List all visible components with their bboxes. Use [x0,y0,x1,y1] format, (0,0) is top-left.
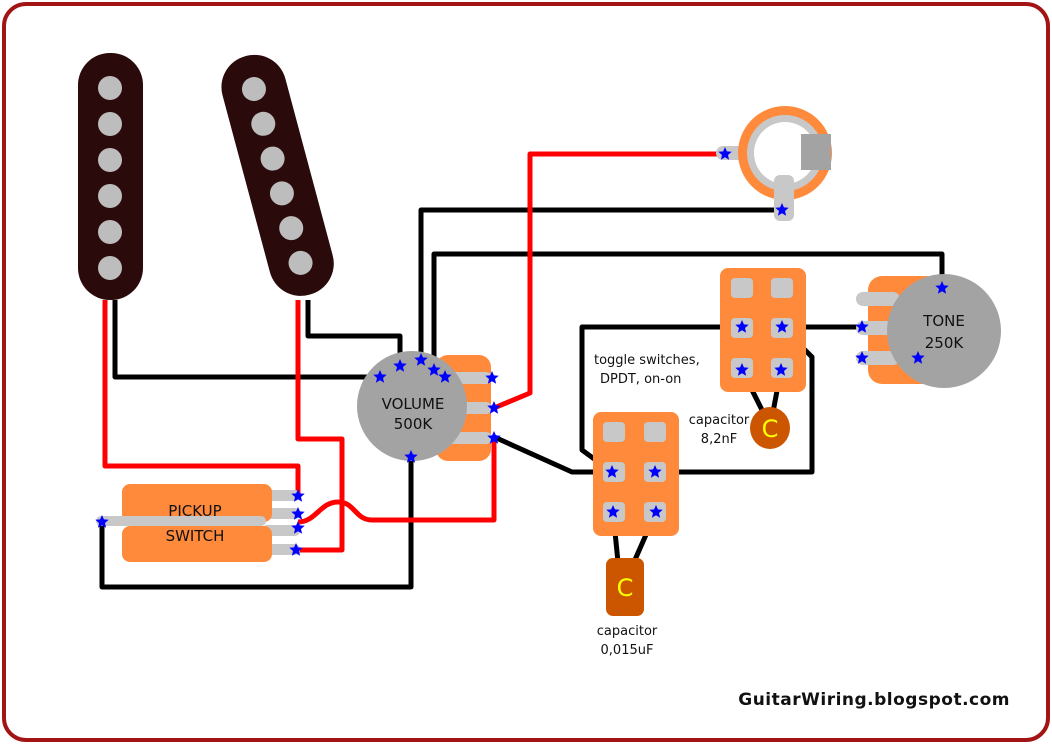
wire-middle-hot [295,300,345,553]
toggle-note-line1: toggle switches, [594,353,700,368]
pickup-switch: PICKUP SWITCH [96,484,300,562]
jack-tab [801,134,831,170]
solder-point [735,320,749,333]
capacitor-large-body [606,558,644,616]
pole-pieces [98,76,122,280]
capacitor-large-symbol: C [617,574,634,602]
wire-jack-hot [493,151,725,411]
solder-point [427,363,441,376]
solder-point [605,465,619,478]
switch-blade [96,516,266,526]
pickup-switch-label-1: PICKUP [168,502,221,520]
volume-pot-value: 500K [394,415,434,433]
solder-point [735,363,749,376]
solder-point [855,320,869,333]
solder-point [289,543,303,556]
watermark: GuitarWiring.blogspot.com [738,690,1010,710]
capacitor-small-body [750,407,790,449]
jack-hole [754,122,816,184]
solder-point [649,505,663,518]
solder-point [373,370,387,383]
solder-point [648,465,662,478]
solder-point [291,489,305,502]
tone-pot: TONE 250K [856,274,1001,388]
solder-point [487,401,501,414]
solder-point [911,351,925,364]
capacitor-small-label: capacitor [689,413,750,428]
solder-point [414,353,428,366]
wires-red [102,151,725,553]
switch-body-bottom [122,526,272,562]
solder-point [438,370,452,383]
solder-point [291,521,305,534]
capacitor-small-value: 8,2nF [701,432,737,447]
tone-lug [856,292,900,306]
wire-neck-ground [112,300,380,380]
solder-point [935,281,949,294]
wire-jack-ground [418,207,782,360]
neck-pickup [78,53,143,300]
middle-pickup [221,54,334,296]
wire-neck-hot [102,300,301,496]
tone-pot-value: 250K [925,334,965,352]
solder-point [775,203,789,216]
solder-point [718,147,732,160]
volume-pot-body [357,351,467,461]
capacitor-large: C [606,558,644,616]
capacitor-large-label: capacitor [597,624,658,639]
solder-point [291,507,305,520]
pole-pieces [241,77,313,275]
tone-lug [856,351,900,365]
toggle-switch-lower [593,412,679,536]
capacitor-small-symbol: C [762,415,779,443]
toggle-note-line2: DPDT, on-on [600,372,681,387]
volume-pot: VOLUME 500K [357,351,492,461]
volume-pot-name: VOLUME [382,395,445,413]
wire-volume-to-switch [297,438,497,525]
solder-point [95,515,109,528]
solder-point [393,359,407,372]
toggle-switch-upper [720,268,806,392]
wire-middle-ground [305,300,403,366]
solder-point [775,320,789,333]
solder-point [606,505,620,518]
capacitor-small: C [750,407,790,449]
solder-points [95,147,949,556]
solder-point [855,351,869,364]
pickup-switch-label-2: SWITCH [166,527,225,545]
solder-point [485,371,499,384]
solder-point [487,431,501,444]
output-jack [716,106,832,221]
wire-tone-ground [431,251,945,370]
tone-pot-name: TONE [922,312,965,330]
solder-point [774,363,788,376]
solder-point [404,450,418,463]
capacitor-large-value: 0,015uF [601,643,654,658]
switch-body-top [122,484,272,522]
